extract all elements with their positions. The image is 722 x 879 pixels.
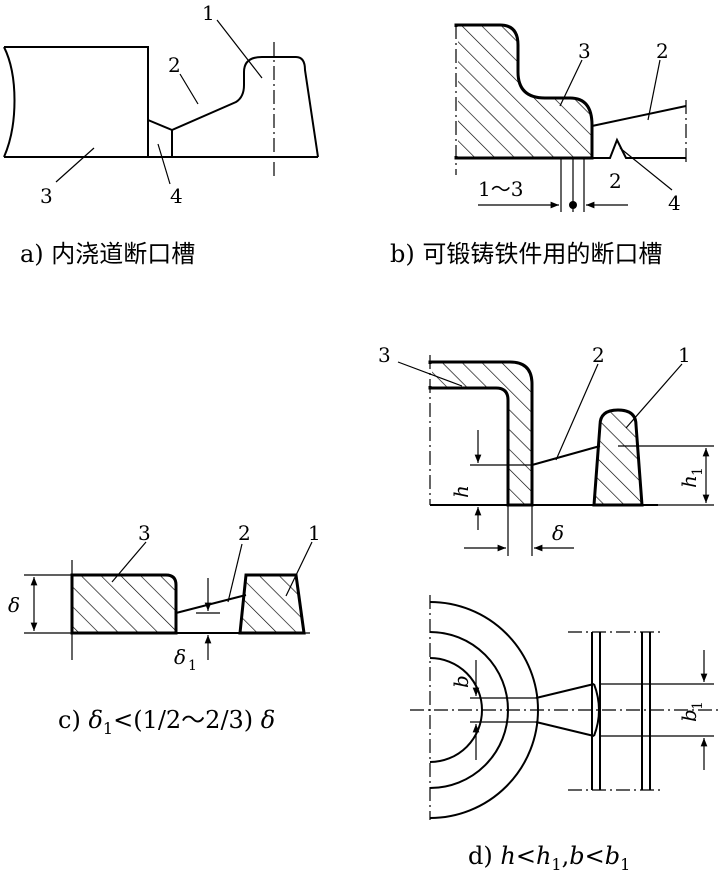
panel-c-dim-delta1-sub: 1 [188, 658, 197, 674]
panel-b-label-4: 4 [668, 191, 681, 215]
panel-c-dim-delta: δ [8, 593, 20, 617]
panel-a-gate-riser-outline [171, 56, 319, 158]
panel-d-mid-ring [429, 631, 509, 789]
panel-c-casting-section [70, 573, 178, 635]
panel-b-label-2a: 2 [656, 39, 669, 63]
panel-d-label-1: 1 [678, 343, 691, 367]
panel-c-gate [175, 594, 247, 634]
panel-c-leader-1 [285, 541, 313, 597]
panel-a-label-3: 3 [40, 184, 53, 208]
panel-a-leader-3 [55, 147, 95, 183]
panel-a-leader-4 [157, 143, 171, 185]
panel-d-gate [430, 445, 658, 506]
panel-d-outer-ring [429, 601, 539, 819]
panel-c-label-1: 1 [308, 521, 321, 545]
panel-a-caption: a) 内浇道断口槽 [20, 240, 195, 268]
panel-c-label-2: 2 [238, 521, 251, 545]
panel-c-notch-depth: δ δ 1 3 2 1 c) δ1<(1/2～2/3) δ [8, 521, 321, 738]
panel-b-dim-dot [569, 201, 577, 209]
panel-c-riser-section [238, 573, 306, 635]
panel-d-casting-section [428, 360, 534, 507]
panel-d-dim-h1-sub: 1 [690, 467, 706, 476]
panel-d-leader-3 [397, 361, 463, 387]
panel-b-caption: b) 可锻铸铁件用的断口槽 [390, 240, 662, 268]
panel-a-label-4: 4 [170, 184, 183, 208]
panel-b-label-2b: 2 [609, 169, 622, 193]
panel-a-casting-outline [4, 46, 318, 158]
panel-d-dim-b1: b [677, 709, 701, 722]
panel-d-label-3: 3 [378, 343, 391, 367]
panel-d-dim-b: b [449, 675, 473, 688]
panel-b-casting-section [454, 23, 594, 160]
panel-a-leader-2 [179, 73, 199, 105]
panel-d-plan-view: b b 1 d) h<h1,b<b1 [410, 595, 720, 874]
panel-a-label-1: 1 [202, 1, 215, 25]
panel-a-break-line [3, 46, 16, 158]
panel-d-leader-2 [555, 363, 599, 461]
panel-b-label-3: 3 [578, 39, 591, 63]
panel-c-dim-delta1: δ [174, 645, 186, 669]
panel-b-leader-4 [619, 147, 673, 191]
panel-c-label-3: 3 [138, 521, 151, 545]
panel-d-section-view: h h 1 δ 3 2 1 [378, 343, 714, 556]
panel-b-gate [591, 105, 687, 159]
panel-d-dim-b1-sub: 1 [690, 701, 706, 710]
panel-d-riser-section [592, 408, 644, 507]
panel-d-leader-1 [625, 363, 683, 429]
panel-a-leader-1 [216, 19, 263, 79]
panel-d-label-2: 2 [592, 343, 605, 367]
panel-b-dim-range: 1～3 [478, 177, 523, 201]
panel-b-leader-3 [559, 59, 583, 107]
panel-c-caption: c) δ1<(1/2～2/3) δ [58, 706, 275, 738]
panel-d-caption: d) h<h1,b<b1 [468, 842, 630, 874]
panel-d-dim-delta: δ [552, 521, 564, 545]
panel-b-malleable-iron-notch: 1～3 3 2 2 4 b) 可锻铸铁件用的断口槽 [390, 23, 687, 268]
panel-c-leader-3 [111, 541, 147, 583]
panel-a-inner-gate-notch: 1 2 3 4 a) 内浇道断口槽 [3, 1, 319, 268]
panel-d-dim-h1: h [677, 475, 701, 488]
panel-d-dim-h: h [449, 485, 473, 498]
panel-c-leader-2 [227, 543, 243, 603]
panel-b-leader-2a [647, 59, 661, 121]
panel-a-label-2: 2 [168, 53, 181, 77]
panel-d-inner-ring [429, 657, 483, 763]
